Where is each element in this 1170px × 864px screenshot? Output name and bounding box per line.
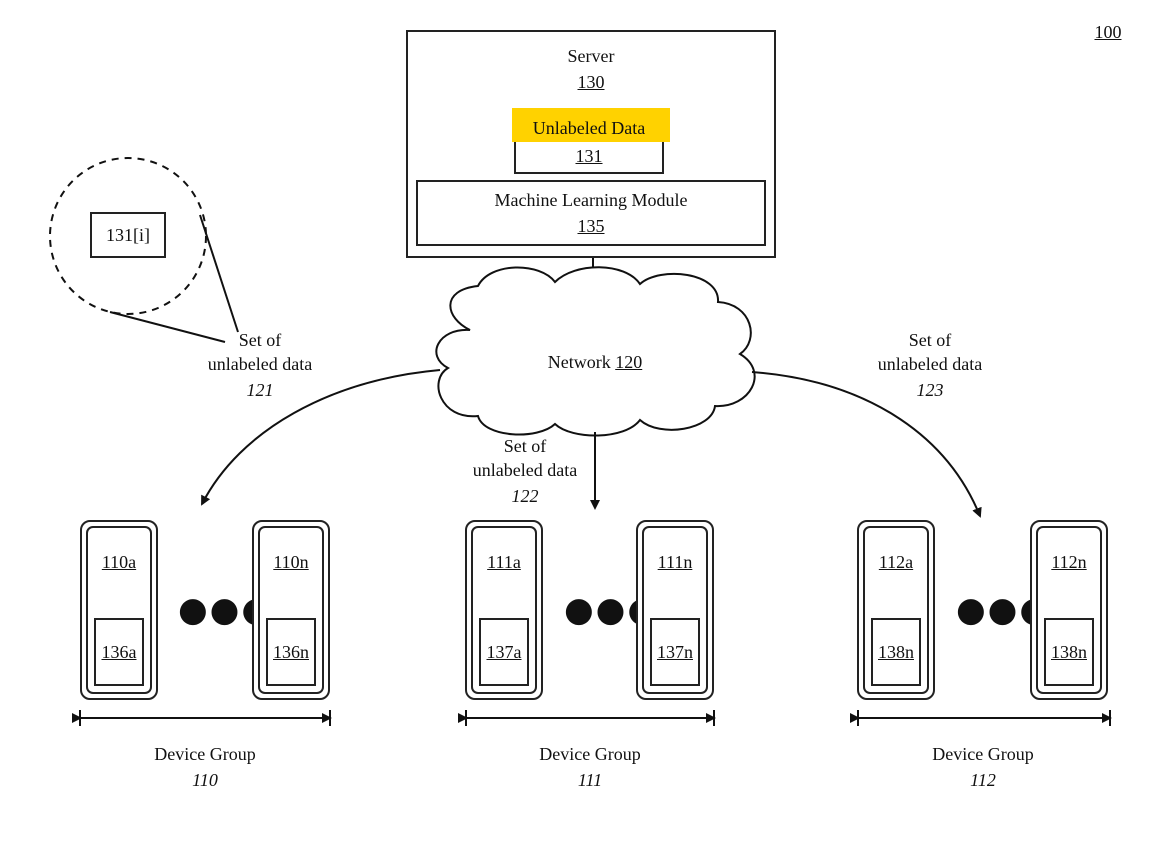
unlabeled-data-ref: 131 [575,146,603,166]
data-set-121-ref: 121 [246,380,274,400]
device-111n-frame: 111n 137n [642,526,708,694]
device-112a-frame: 112a 138n [863,526,929,694]
group-112-span [850,710,1112,726]
group-111-title: Device Group [539,744,641,764]
ml-module-ref: 135 [577,216,605,236]
device-module: 138n [1044,618,1094,686]
data-set-121-line1: Set of [238,330,282,350]
data-item-label: 131[i] [106,225,150,245]
unlabeled-data-title: Unlabeled Data [532,118,646,138]
data-set-123-ref: 123 [916,380,944,400]
data-set-121-line2: unlabeled data [207,354,313,374]
arrow-to-group-112 [751,371,982,518]
device-111n: 111n 137n [636,520,714,700]
device-110n: 110n 136n [252,520,330,700]
device-module: 136n [266,618,316,686]
device-module: 138n [871,618,921,686]
device-module: 137a [479,618,529,686]
zoom-callout-bottom [109,311,226,343]
network-cloud [435,266,756,437]
data-item-box: 131[i] [90,212,166,258]
device-module: 136a [94,618,144,686]
group-110-ref: 110 [192,770,218,790]
device-112n: 112n 138n [1030,520,1108,700]
group-110-title: Device Group [154,744,256,764]
figure-ref: 100 [1094,22,1122,42]
ml-module-title: Machine Learning Module [494,190,688,210]
network-label: Network 120 [520,350,670,374]
device-id: 111a [487,552,521,572]
data-set-122-line1: Set of [503,436,547,456]
device-112a: 112a 138n [857,520,935,700]
device-111a-frame: 111a 137a [471,526,537,694]
group-112-ref: 112 [970,770,996,790]
device-112n-frame: 112n 138n [1036,526,1102,694]
unlabeled-data-box: Unlabeled Data 131 [512,108,670,174]
server-box: Server 130 Unlabeled Data 131 Machine Le… [406,30,776,258]
data-set-123-line1: Set of [908,330,952,350]
device-module: 137n [650,618,700,686]
device-id: 112n [1051,552,1087,572]
server-ref: 130 [577,72,605,92]
group-111-span [458,710,716,726]
ml-module-box: Machine Learning Module 135 [416,180,766,246]
network-ref: 120 [615,352,643,372]
device-110n-frame: 110n 136n [258,526,324,694]
device-id: 110n [273,552,309,572]
device-111a: 111a 137a [465,520,543,700]
device-id: 111n [657,552,693,572]
group-110-span [72,710,332,726]
zoom-callout-top [199,214,239,333]
server-title: Server [567,46,615,66]
device-id: 112a [878,552,914,572]
data-set-122-line2: unlabeled data [472,460,578,480]
data-set-122-ref: 122 [511,486,539,506]
device-110a-frame: 110a 136a [86,526,152,694]
group-111-ref: 111 [577,770,603,790]
network-title: Network [547,352,611,372]
data-set-123-line2: unlabeled data [877,354,983,374]
arrow-to-group-110 [201,369,441,506]
device-110a: 110a 136a [80,520,158,700]
group-112-title: Device Group [932,744,1034,764]
unlabeled-data-highlight [512,108,670,142]
device-id: 110a [101,552,137,572]
